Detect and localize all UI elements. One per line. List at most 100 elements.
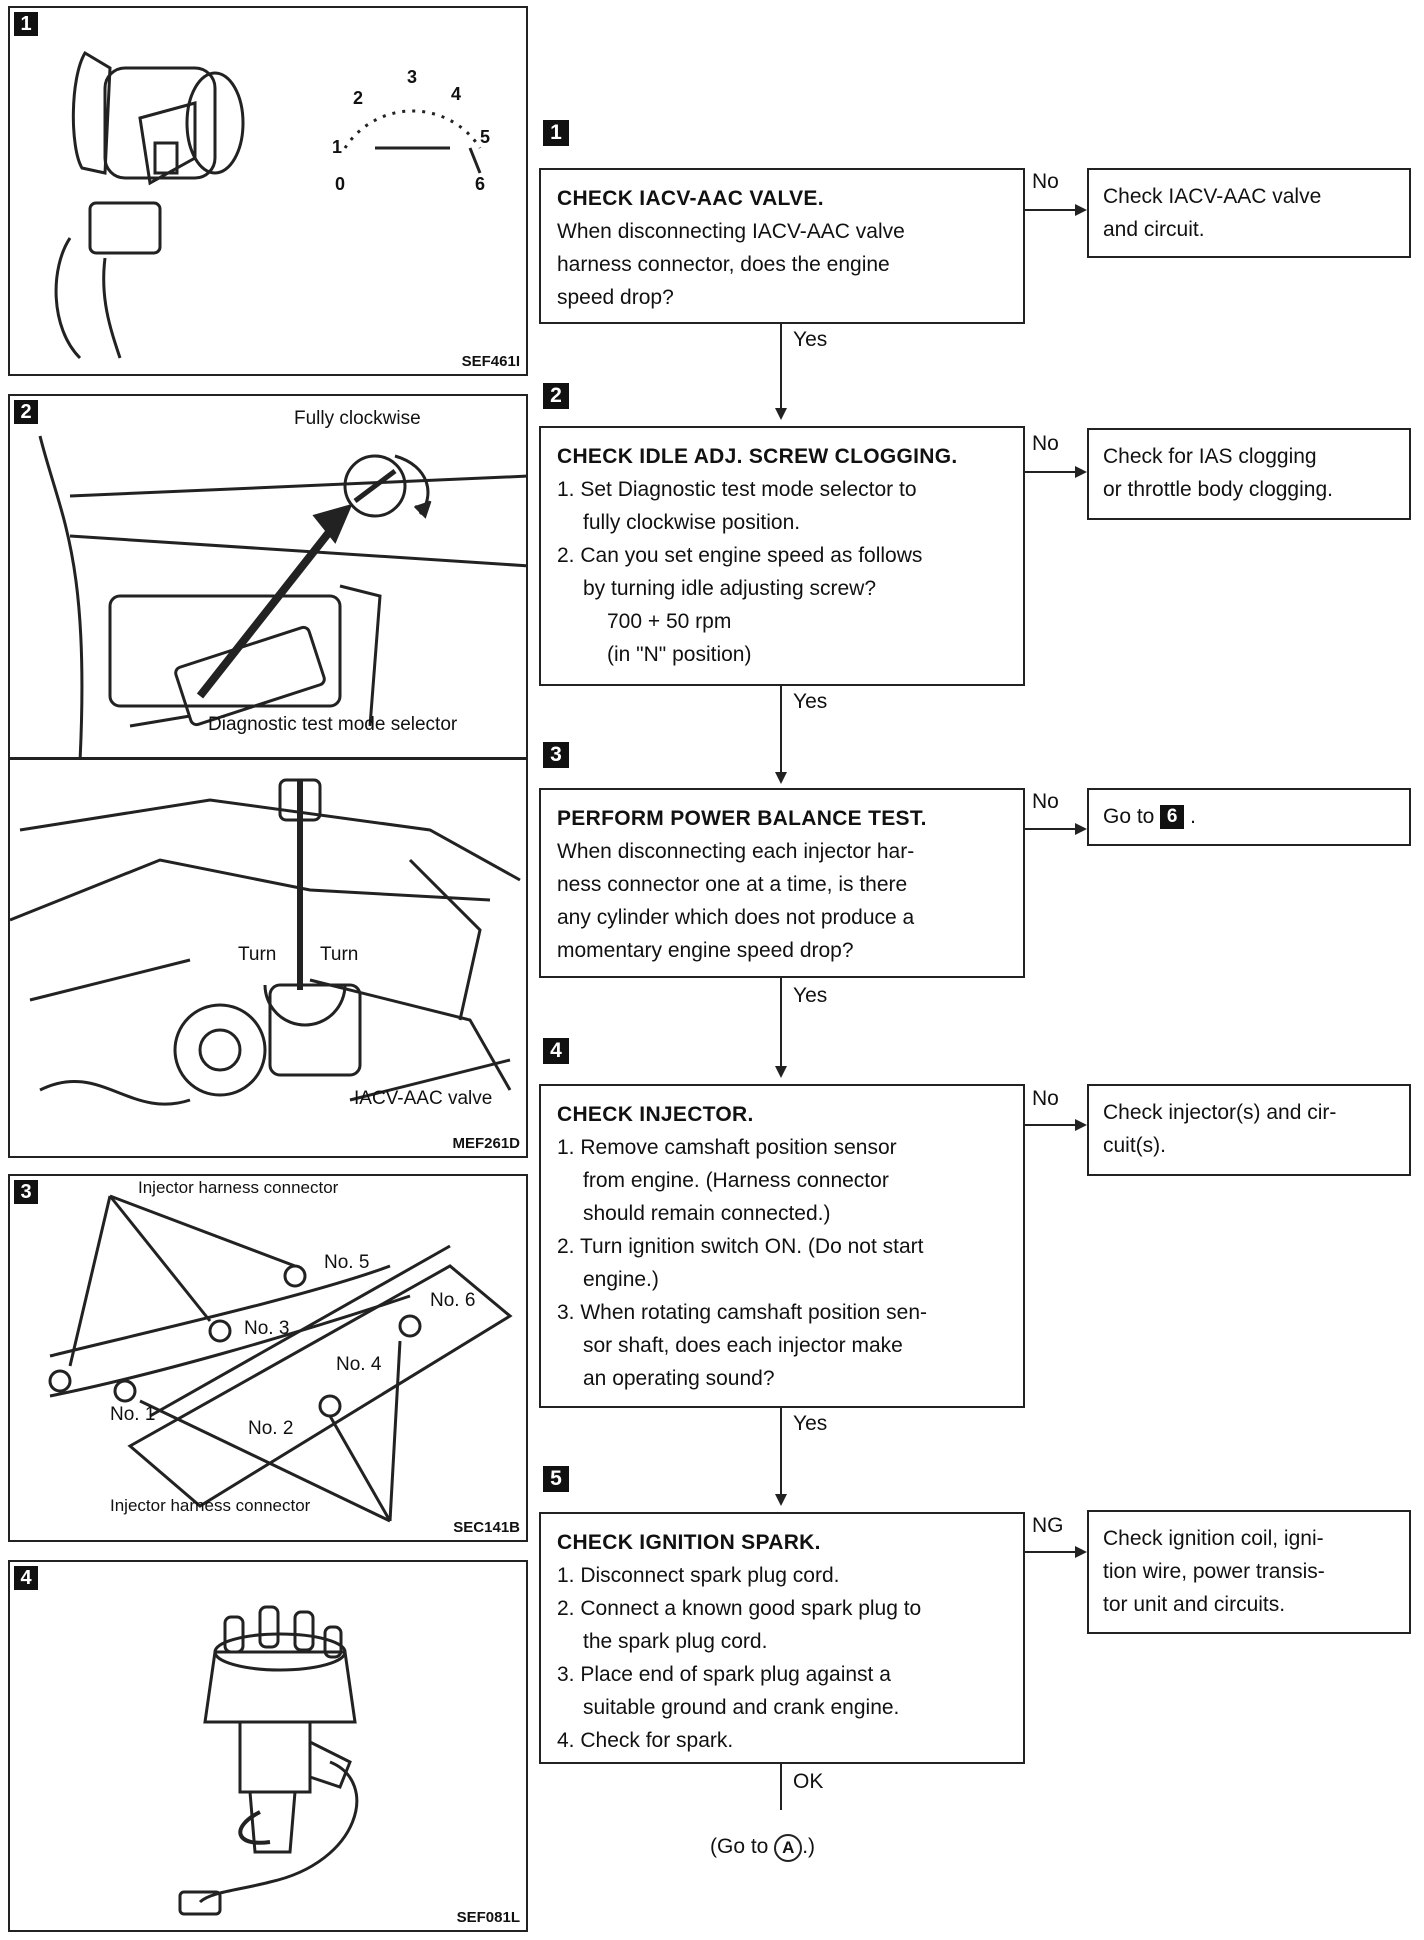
step-5-result-line: tion wire, power transis-: [1103, 1560, 1325, 1583]
step-4-item: 3. When rotating camshaft position sen-: [557, 1301, 928, 1324]
step-1-line: When disconnecting IACV-AAC valve: [557, 220, 905, 243]
step-2-title: CHECK IDLE ADJ. SCREW CLOGGING.: [557, 445, 958, 468]
step-5-item: the spark plug cord.: [583, 1630, 768, 1653]
gauge-tick-3: 3: [407, 67, 417, 87]
step-3-badge: 3: [543, 742, 569, 768]
iacv-aac-valve-label: IACV-AAC valve: [354, 1088, 493, 1109]
step-1-no-label: No: [1032, 170, 1059, 193]
no6-label: No. 6: [430, 1290, 476, 1311]
step-5-ng-label: NG: [1032, 1514, 1064, 1537]
step-4-item: 2. Turn ignition switch ON. (Do not star…: [557, 1235, 924, 1258]
step-1-result-box: Check IACV-AAC valve and circuit.: [1087, 168, 1411, 258]
figure-code: MEF261D: [452, 1135, 520, 1152]
step-4-item: from engine. (Harness connector: [583, 1169, 889, 1192]
step-4-result-line: Check injector(s) and cir-: [1103, 1101, 1337, 1124]
step-2-badge: 2: [543, 383, 569, 409]
step-3-box: PERFORM POWER BALANCE TEST. When disconn…: [539, 788, 1025, 978]
step-3-line: momentary engine speed drop?: [557, 939, 854, 962]
step-2-result-box: Check for IAS clogging or throttle body …: [1087, 428, 1411, 520]
step-4-item: 1. Remove camshaft position sensor: [557, 1136, 897, 1159]
no1-label: No. 1: [110, 1404, 156, 1425]
step-4-item: engine.): [583, 1268, 659, 1291]
step-4-title: CHECK INJECTOR.: [557, 1103, 754, 1126]
step-3-goto-badge[interactable]: 6: [1160, 805, 1185, 830]
step-5-result-line: Check ignition coil, igni-: [1103, 1527, 1324, 1550]
figure-code: SEF081L: [456, 1909, 520, 1926]
step-5-item: 2. Connect a known good spark plug to: [557, 1597, 922, 1620]
figure-badge: 4: [14, 1566, 38, 1590]
step-5-box: CHECK IGNITION SPARK. 1. Disconnect spar…: [539, 1512, 1025, 1764]
step-5-item: suitable ground and crank engine.: [583, 1696, 900, 1719]
final-goto[interactable]: (Go to A.): [710, 1834, 815, 1862]
step-3-line: any cylinder which does not produce a: [557, 906, 915, 929]
turn-label-left: Turn: [238, 944, 277, 965]
step-2-item: 1. Set Diagnostic test mode selector to: [557, 478, 917, 501]
gauge-tick-5: 5: [480, 127, 490, 147]
step-5-item: 4. Check for spark.: [557, 1729, 734, 1752]
step-2-item: by turning idle adjusting screw?: [583, 577, 876, 600]
turn-label-right: Turn: [320, 944, 359, 965]
step-1-line: harness connector, does the engine: [557, 253, 890, 276]
step-4-yes-label: Yes: [793, 1412, 828, 1435]
step-4-result-line: cuit(s).: [1103, 1134, 1166, 1157]
step-5-ok-label: OK: [793, 1770, 824, 1793]
step-2-no-label: No: [1032, 432, 1059, 455]
injector-connector-top-label: Injector harness connector: [138, 1178, 339, 1197]
diagnostic-selector-label: Diagnostic test mode selector: [208, 714, 458, 735]
step-5-badge: 5: [543, 1466, 569, 1492]
gauge-tick-6: 6: [475, 174, 485, 194]
idle-screw-illustration: [38, 435, 526, 757]
gauge-tick-0: 0: [335, 174, 345, 194]
step-4-result-box: Check injector(s) and cir- cuit(s).: [1087, 1084, 1411, 1176]
step-4-item: sor shaft, does each injector make: [583, 1334, 903, 1357]
step-5-item: 3. Place end of spark plug against a: [557, 1663, 891, 1686]
step-5-title: CHECK IGNITION SPARK.: [557, 1531, 821, 1554]
injector-layout-illustration: [48, 1194, 513, 1523]
figure-idle-screw: 2 Fully clockwise Diagnostic test mode s…: [8, 394, 528, 759]
engine-bay-illustration: [10, 778, 521, 1106]
step-2-spec-rpm: 700 + 50 rpm: [607, 610, 732, 633]
step-2-yes-label: Yes: [793, 690, 828, 713]
step-5-result-line: tor unit and circuits.: [1103, 1593, 1286, 1616]
distributor-illustration: [178, 1605, 359, 1916]
no5-label: No. 5: [324, 1252, 370, 1273]
step-2-item: fully clockwise position.: [583, 511, 801, 534]
step-3-line: ness connector one at a time, is there: [557, 873, 908, 896]
gauge-tick-1: 1: [332, 137, 342, 157]
step-2-spec-position: (in "N" position): [607, 643, 752, 666]
step-1-box: CHECK IACV-AAC VALVE. When disconnecting…: [539, 168, 1025, 324]
step-3-no-label: No: [1032, 790, 1059, 813]
no3-label: No. 3: [244, 1318, 290, 1339]
no2-label: No. 2: [248, 1418, 294, 1439]
figure-injectors: 3 Injector harness connector No. 5 No. 6…: [8, 1174, 528, 1542]
figure-code: SEC141B: [453, 1519, 520, 1536]
figure-badge: 2: [14, 400, 38, 424]
no4-label: No. 4: [336, 1354, 382, 1375]
final-goto-circle: A: [774, 1834, 803, 1862]
figure-badge: 1: [14, 12, 38, 36]
step-3-result-box: Go to 6 .: [1087, 788, 1411, 846]
step-3-yes-label: Yes: [793, 984, 828, 1007]
step-3-line: When disconnecting each injector har-: [557, 840, 915, 863]
final-goto-prefix: (Go to: [710, 1835, 769, 1858]
figure-code: SEF461I: [461, 353, 520, 370]
iacv-valve-illustration: 0 1 2 3 4 5 6: [54, 50, 490, 360]
step-1-result-line: and circuit.: [1103, 218, 1205, 241]
step-3-goto-text: Go to: [1103, 805, 1155, 828]
injector-connector-bottom-label: Injector harness connector: [110, 1496, 311, 1515]
figure-iacv-valve: 1 0 1 2 3 4 5 6 SEF461I: [8, 6, 528, 376]
step-4-no-label: No: [1032, 1087, 1059, 1110]
step-3-title: PERFORM POWER BALANCE TEST.: [557, 807, 927, 830]
step-5-result-box: Check ignition coil, igni- tion wire, po…: [1087, 1510, 1411, 1634]
step-3-goto-suffix: .: [1190, 805, 1196, 828]
step-4-badge: 4: [543, 1038, 569, 1064]
step-1-result-line: Check IACV-AAC valve: [1103, 185, 1322, 208]
step-2-result-line: or throttle body clogging.: [1103, 478, 1333, 501]
step-2-result-line: Check for IAS clogging: [1103, 445, 1317, 468]
step-2-box: CHECK IDLE ADJ. SCREW CLOGGING. 1. Set D…: [539, 426, 1025, 686]
gauge-tick-2: 2: [353, 88, 363, 108]
step-4-box: CHECK INJECTOR. 1. Remove camshaft posit…: [539, 1084, 1025, 1408]
gauge-tick-4: 4: [451, 84, 461, 104]
step-2-item: 2. Can you set engine speed as follows: [557, 544, 923, 567]
